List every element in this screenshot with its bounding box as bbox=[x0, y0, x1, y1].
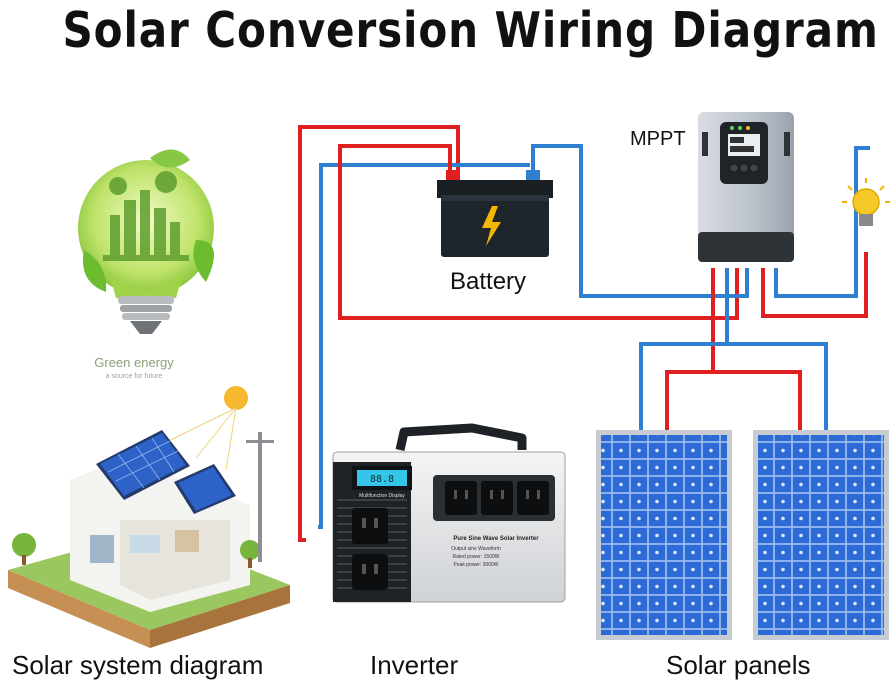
system-diagram-label: Solar system diagram bbox=[12, 650, 264, 680]
pv-positive-wire bbox=[665, 268, 802, 432]
battery-positive-to-mppt-wire bbox=[338, 144, 739, 320]
solar-panel-left bbox=[596, 430, 732, 640]
solar-house-illustration bbox=[8, 386, 290, 648]
solar-panels-label: Solar panels bbox=[666, 650, 811, 680]
load-negative-wire bbox=[774, 146, 870, 298]
logo-tagline-text: a source for future bbox=[106, 373, 163, 380]
lightning-icon bbox=[482, 206, 501, 246]
sun-icon bbox=[224, 386, 248, 410]
inverter: 88.8 Multifunction Display Pure Sine Wav… bbox=[332, 423, 566, 603]
inverter-spec-line-3: Peak power: 3000W bbox=[453, 562, 498, 568]
inverter-label: Inverter bbox=[370, 650, 459, 680]
svg-text:88.8: 88.8 bbox=[370, 474, 394, 485]
page-title: Solar Conversion Wiring Diagram bbox=[62, 2, 879, 59]
green-energy-logo bbox=[78, 149, 214, 334]
battery-negative-to-mppt-wire bbox=[531, 144, 749, 298]
mppt-controller bbox=[698, 112, 794, 262]
lightbulb-icon bbox=[842, 178, 890, 226]
mppt-label: MPPT bbox=[630, 128, 686, 150]
inverter-display-label: Multifunction Display bbox=[359, 493, 405, 499]
logo-main-text: Green energy bbox=[94, 355, 174, 370]
wires bbox=[298, 125, 870, 542]
battery bbox=[437, 170, 553, 257]
inverter-positive-wire bbox=[298, 125, 460, 542]
inverter-spec-line-1: Output sine Waveform bbox=[451, 546, 501, 552]
solar-panel-right bbox=[753, 430, 889, 640]
load-positive-wire bbox=[761, 252, 868, 318]
battery-label: Battery bbox=[450, 268, 527, 295]
inverter-spec-line-2: Rated power: 1500W bbox=[453, 554, 500, 560]
inverter-model-text: Pure Sine Wave Solar Inverter bbox=[453, 536, 539, 542]
pv-negative-wire bbox=[639, 268, 828, 432]
handle bbox=[395, 423, 527, 451]
inverter-negative-wire bbox=[318, 163, 530, 529]
